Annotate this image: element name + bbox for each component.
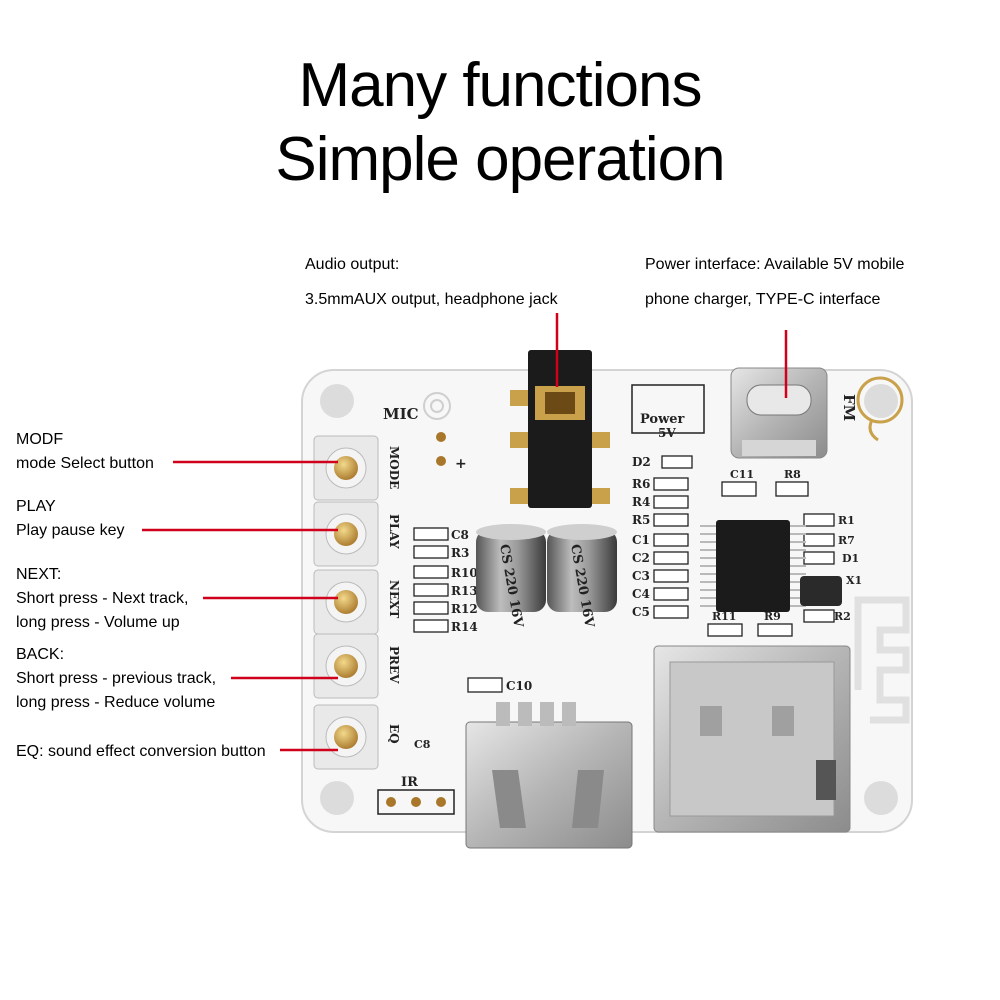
silk-r11: R11 — [712, 610, 736, 623]
next-desc-1: Short press - Next track, — [16, 590, 189, 607]
eq-desc: EQ: sound effect conversion button — [16, 743, 266, 760]
title-line-1: Many functions — [298, 51, 703, 120]
play-title: PLAY — [16, 498, 56, 515]
silk-ir: IR — [401, 775, 418, 790]
smd-components-left — [413, 527, 503, 693]
silk-eq: EQ — [387, 724, 401, 744]
silk-r8: R8 — [784, 468, 801, 481]
power-interface-title: Power interface: Available 5V mobile — [645, 256, 905, 273]
silk-power: Power — [640, 412, 685, 427]
silk-d2: D2 — [632, 455, 651, 469]
silk-r5: R5 — [632, 513, 650, 527]
capacitors — [476, 524, 617, 612]
silk-c5: C5 — [632, 605, 650, 619]
smd-components-right — [653, 455, 835, 637]
back-desc-1: Short press - previous track, — [16, 670, 217, 687]
silk-r9: R9 — [764, 610, 781, 623]
sd-card-slot — [653, 645, 851, 833]
play-desc: Play pause key — [16, 522, 125, 539]
silk-prev: PREV — [387, 646, 401, 684]
mounting-holes — [320, 384, 898, 815]
audio-output-desc: 3.5mmAUX output, headphone jack — [305, 291, 558, 308]
silk-r14: R14 — [451, 620, 478, 634]
silk-x1: X1 — [846, 574, 862, 587]
silk-c11: C11 — [730, 468, 754, 481]
back-title: BACK: — [16, 646, 65, 663]
silk-c8b: C8 — [414, 738, 431, 751]
silk-next: NEXT — [387, 580, 401, 618]
silk-mode: MODE — [387, 446, 401, 489]
mic-icon — [423, 392, 451, 466]
modf-title: MODF — [16, 431, 64, 448]
next-desc-2: long press - Volume up — [16, 614, 180, 631]
silk-5v: 5V — [658, 426, 676, 440]
title-line-2: Simple operation — [275, 125, 725, 194]
silk-c10: C10 — [506, 679, 532, 693]
back-desc-2: long press - Reduce volume — [16, 694, 216, 711]
silk-r1: R1 — [838, 514, 855, 527]
main-ic-chip — [700, 520, 806, 612]
bluetooth-antenna-trace — [854, 596, 910, 724]
next-title: NEXT: — [16, 566, 62, 583]
silk-r12: R12 — [451, 602, 478, 616]
crystal — [800, 576, 842, 606]
silk-play: PLAY — [387, 514, 401, 549]
button-stack — [313, 435, 379, 770]
silk-plus: + — [455, 456, 467, 472]
silk-r10: R10 — [451, 566, 478, 580]
type-c-port — [730, 367, 828, 459]
power-interface-desc: phone charger, TYPE-C interface — [645, 291, 881, 308]
silk-c4: C4 — [632, 587, 650, 601]
silk-c2: C2 — [632, 551, 650, 565]
modf-desc: mode Select button — [16, 455, 154, 472]
silk-fm: FM — [840, 394, 858, 421]
fm-antenna-icon — [856, 376, 904, 442]
silk-c8: C8 — [451, 528, 469, 542]
silk-r6: R6 — [632, 477, 650, 491]
audio-jack — [510, 350, 610, 508]
audio-output-title: Audio output: — [305, 256, 400, 273]
silk-r3: R3 — [451, 546, 469, 560]
silk-r7: R7 — [838, 534, 855, 547]
callout-lines — [142, 313, 788, 752]
usb-port — [465, 702, 633, 849]
silk-d1: D1 — [842, 552, 859, 565]
silk-r4: R4 — [632, 495, 650, 509]
silk-c3: C3 — [632, 569, 650, 583]
ir-receiver — [377, 789, 455, 815]
silk-c1: C1 — [632, 533, 650, 547]
silk-mic: MIC — [383, 405, 419, 423]
silk-r2: R2 — [834, 610, 851, 623]
silk-r13: R13 — [451, 584, 478, 598]
